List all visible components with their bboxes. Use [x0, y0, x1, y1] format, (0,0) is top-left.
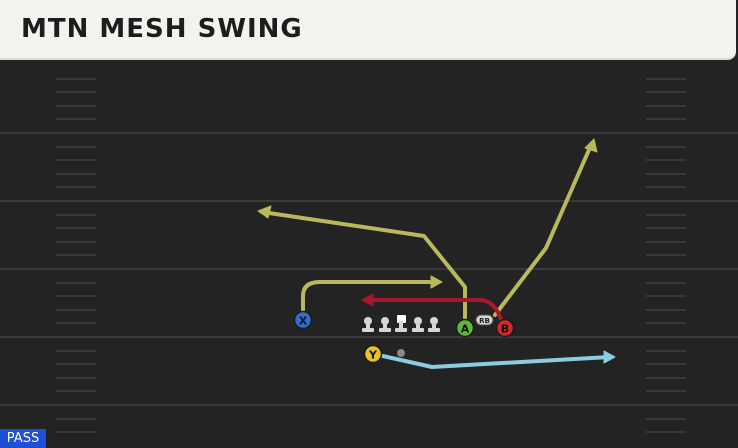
player-b-label: B [501, 323, 509, 336]
hash-marks-left [56, 78, 96, 433]
player-x[interactable]: X [293, 310, 313, 330]
route-a [260, 210, 467, 322]
lineman-icon [412, 317, 424, 332]
route-red [366, 298, 504, 324]
route-red-arrowhead [361, 293, 374, 307]
route-x-arrowhead [430, 275, 443, 289]
lineman-icon [362, 317, 374, 332]
player-b-icon [495, 318, 515, 338]
player-x-icon [293, 310, 313, 330]
player-y-icon [363, 344, 383, 364]
yard-lines [0, 132, 738, 406]
quarterback-marker [397, 349, 405, 357]
route-a-arrowhead [257, 205, 272, 219]
player-b[interactable]: B [495, 318, 515, 338]
field-surface [0, 60, 738, 448]
rb-tag: RB [475, 314, 494, 326]
lineman-icon [428, 317, 440, 332]
play-type-badge: PASS [0, 429, 46, 448]
routes [257, 138, 616, 369]
play-title: MTN MESH SWING [21, 14, 303, 44]
player-a-icon [455, 318, 475, 338]
football-field: X A B Y RB [0, 60, 738, 448]
header-bar: MTN MESH SWING [0, 0, 736, 58]
route-b-arrowhead [584, 138, 598, 153]
lineman-icon [379, 317, 391, 332]
route-b-go [493, 141, 594, 317]
rb-tag-bg [475, 314, 494, 326]
route-y [372, 352, 612, 369]
player-y[interactable]: Y [363, 344, 383, 364]
player-a[interactable]: A [455, 318, 475, 338]
center-icon [395, 315, 407, 332]
player-x-label: X [299, 315, 308, 328]
hash-marks-right [646, 78, 686, 433]
rb-tag-label: RB [479, 317, 490, 325]
offensive-line [362, 315, 440, 332]
player-y-label: Y [368, 349, 378, 362]
route-y-arrowhead [603, 350, 616, 364]
route-x [301, 280, 438, 314]
player-a-label: A [461, 323, 470, 336]
